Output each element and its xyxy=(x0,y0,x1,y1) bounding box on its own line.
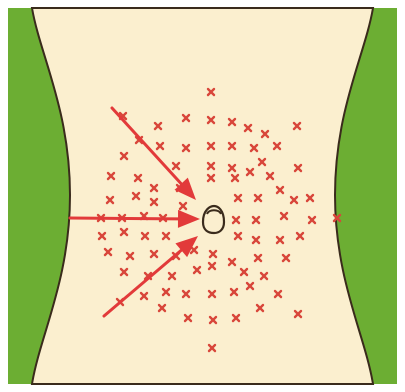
navel-icon xyxy=(203,206,224,233)
torso-shape xyxy=(32,8,373,384)
